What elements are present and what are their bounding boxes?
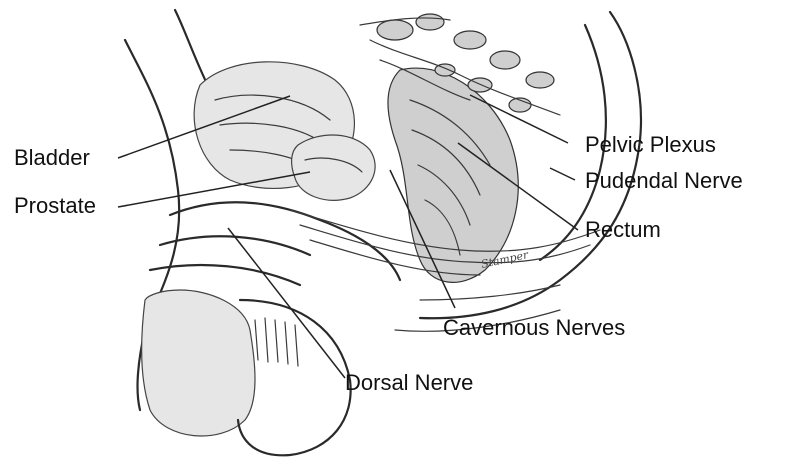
glans [142, 290, 255, 436]
prostate-organ [292, 135, 376, 200]
label-dorsal-nerve: Dorsal Nerve [345, 370, 473, 395]
label-bladder: Bladder [14, 145, 90, 170]
label-prostate: Prostate [14, 193, 96, 218]
label-pudendal-nerve: Pudendal Nerve [585, 168, 743, 193]
label-cavernous-nerves: Cavernous Nerves [443, 315, 625, 340]
label-pelvic-plexus: Pelvic Plexus [585, 132, 716, 157]
label-rectum: Rectum [585, 217, 661, 242]
